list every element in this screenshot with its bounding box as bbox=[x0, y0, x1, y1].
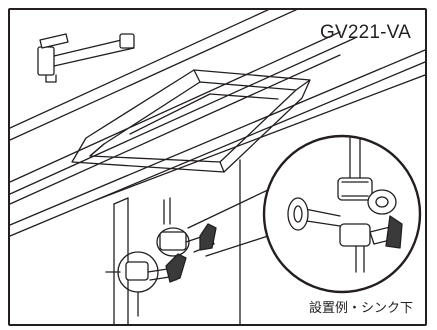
sink-installation-illustration bbox=[10, 10, 425, 324]
magnified-valve-view bbox=[262, 134, 422, 294]
stop-valve-upper bbox=[156, 197, 217, 281]
illustration-frame: GV221-VA 設置例・シンク下 bbox=[8, 8, 427, 326]
cabinet bbox=[113, 159, 241, 324]
model-code-label: GV221-VA bbox=[319, 22, 411, 43]
faucet bbox=[37, 33, 135, 83]
installation-example-caption: 設置例・シンク下 bbox=[308, 301, 413, 316]
magnifier-leader-lines bbox=[187, 187, 273, 257]
countertop bbox=[10, 10, 425, 237]
sink-basin bbox=[71, 69, 311, 173]
stop-valve-lower bbox=[105, 251, 187, 317]
